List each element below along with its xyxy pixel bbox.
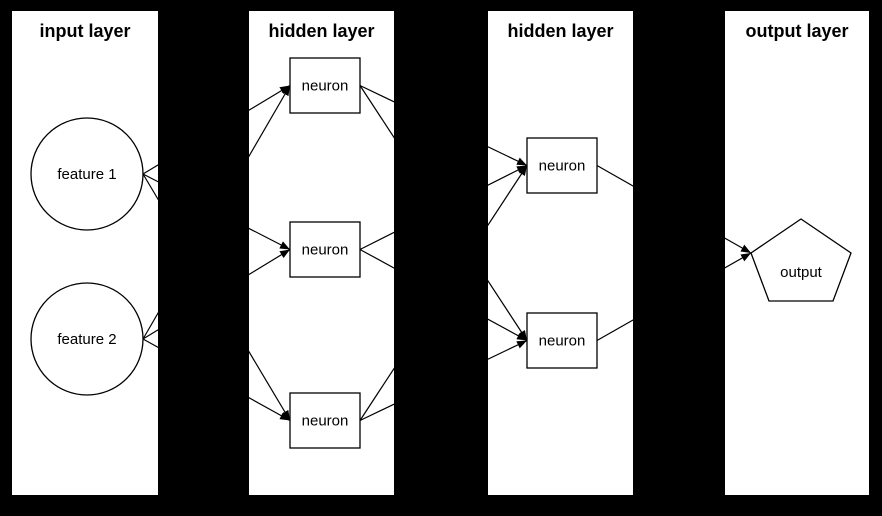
- edge-h1n1-to-h2n1: [359, 84, 528, 167]
- edge-h2n1-to-output: [596, 164, 752, 254]
- edge-h1n2-to-h2n1: [359, 164, 528, 251]
- hidden2-neuron-2-label: neuron: [539, 333, 586, 350]
- layer-titles: input layer hidden layer hidden layer ou…: [39, 21, 848, 41]
- feature-2-node: [30, 282, 144, 396]
- hidden2-neuron-1-node: [526, 137, 598, 194]
- hidden1-neuron-3-label: neuron: [302, 413, 349, 430]
- nodes: feature 1 feature 2 neuron neuron neuron…: [30, 57, 852, 449]
- hidden1-neuron-2-label: neuron: [302, 242, 349, 259]
- output-label: output: [780, 264, 823, 281]
- input-layer-title: input layer: [39, 21, 130, 41]
- edge-feature2-to-h1n1: [142, 85, 291, 340]
- feature-1-label: feature 1: [57, 166, 116, 183]
- edge-feature2-to-h1n2: [142, 248, 291, 340]
- edge-h1n2-to-h2n2: [359, 248, 528, 342]
- edge-h2n2-to-output: [596, 252, 752, 342]
- hidden-layer-2-title: hidden layer: [507, 21, 613, 41]
- edge-feature2-to-h1n3: [142, 338, 291, 422]
- edge-h1n3-to-h2n2: [359, 339, 528, 422]
- hidden2-neuron-2-node: [526, 312, 598, 369]
- hidden-layer-1-title: hidden layer: [268, 21, 374, 41]
- edge-h1n3-to-h2n1: [359, 165, 528, 421]
- input-layer-panel: [12, 11, 158, 495]
- hidden1-neuron-1-label: neuron: [302, 78, 349, 95]
- hidden1-neuron-3-node: [289, 392, 361, 449]
- hidden1-neuron-1-node: [289, 57, 361, 114]
- feature-1-node: [30, 117, 144, 231]
- edge-h1n1-to-h2n2: [359, 85, 528, 341]
- edge-feature1-to-h1n1: [142, 84, 291, 175]
- hidden1-neuron-2-node: [289, 221, 361, 278]
- output-layer-title: output layer: [745, 21, 848, 41]
- feature-2-label: feature 2: [57, 331, 116, 348]
- edge-feature1-to-h1n3: [142, 173, 291, 421]
- hidden-layer-2-panel: [488, 11, 633, 495]
- output-node: [750, 218, 852, 302]
- hidden2-neuron-1-label: neuron: [539, 158, 586, 175]
- edges: [142, 84, 752, 422]
